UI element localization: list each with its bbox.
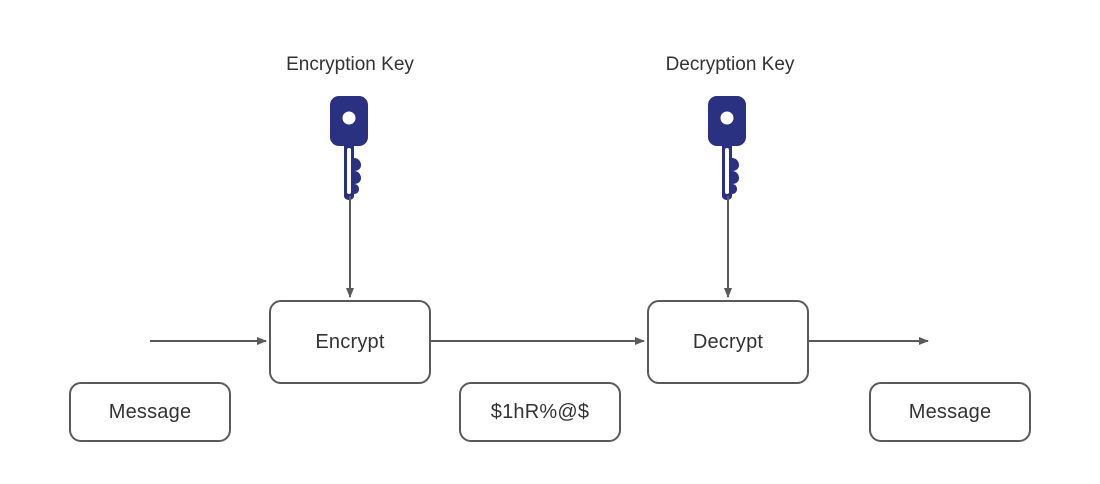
message-input-node[interactable]: Message <box>69 382 231 442</box>
decryption-key-label: Decryption Key <box>665 54 795 75</box>
message-output-node[interactable]: Message <box>869 382 1031 442</box>
encryption-key-icon <box>327 96 373 200</box>
encryption-key-label: Encryption Key <box>286 54 414 75</box>
decrypt-process-node[interactable]: Decrypt <box>647 300 809 384</box>
decryption-key-icon <box>705 96 751 200</box>
encrypt-process-node[interactable]: Encrypt <box>269 300 431 384</box>
ciphertext-node[interactable]: $1hR%@$ <box>459 382 621 442</box>
